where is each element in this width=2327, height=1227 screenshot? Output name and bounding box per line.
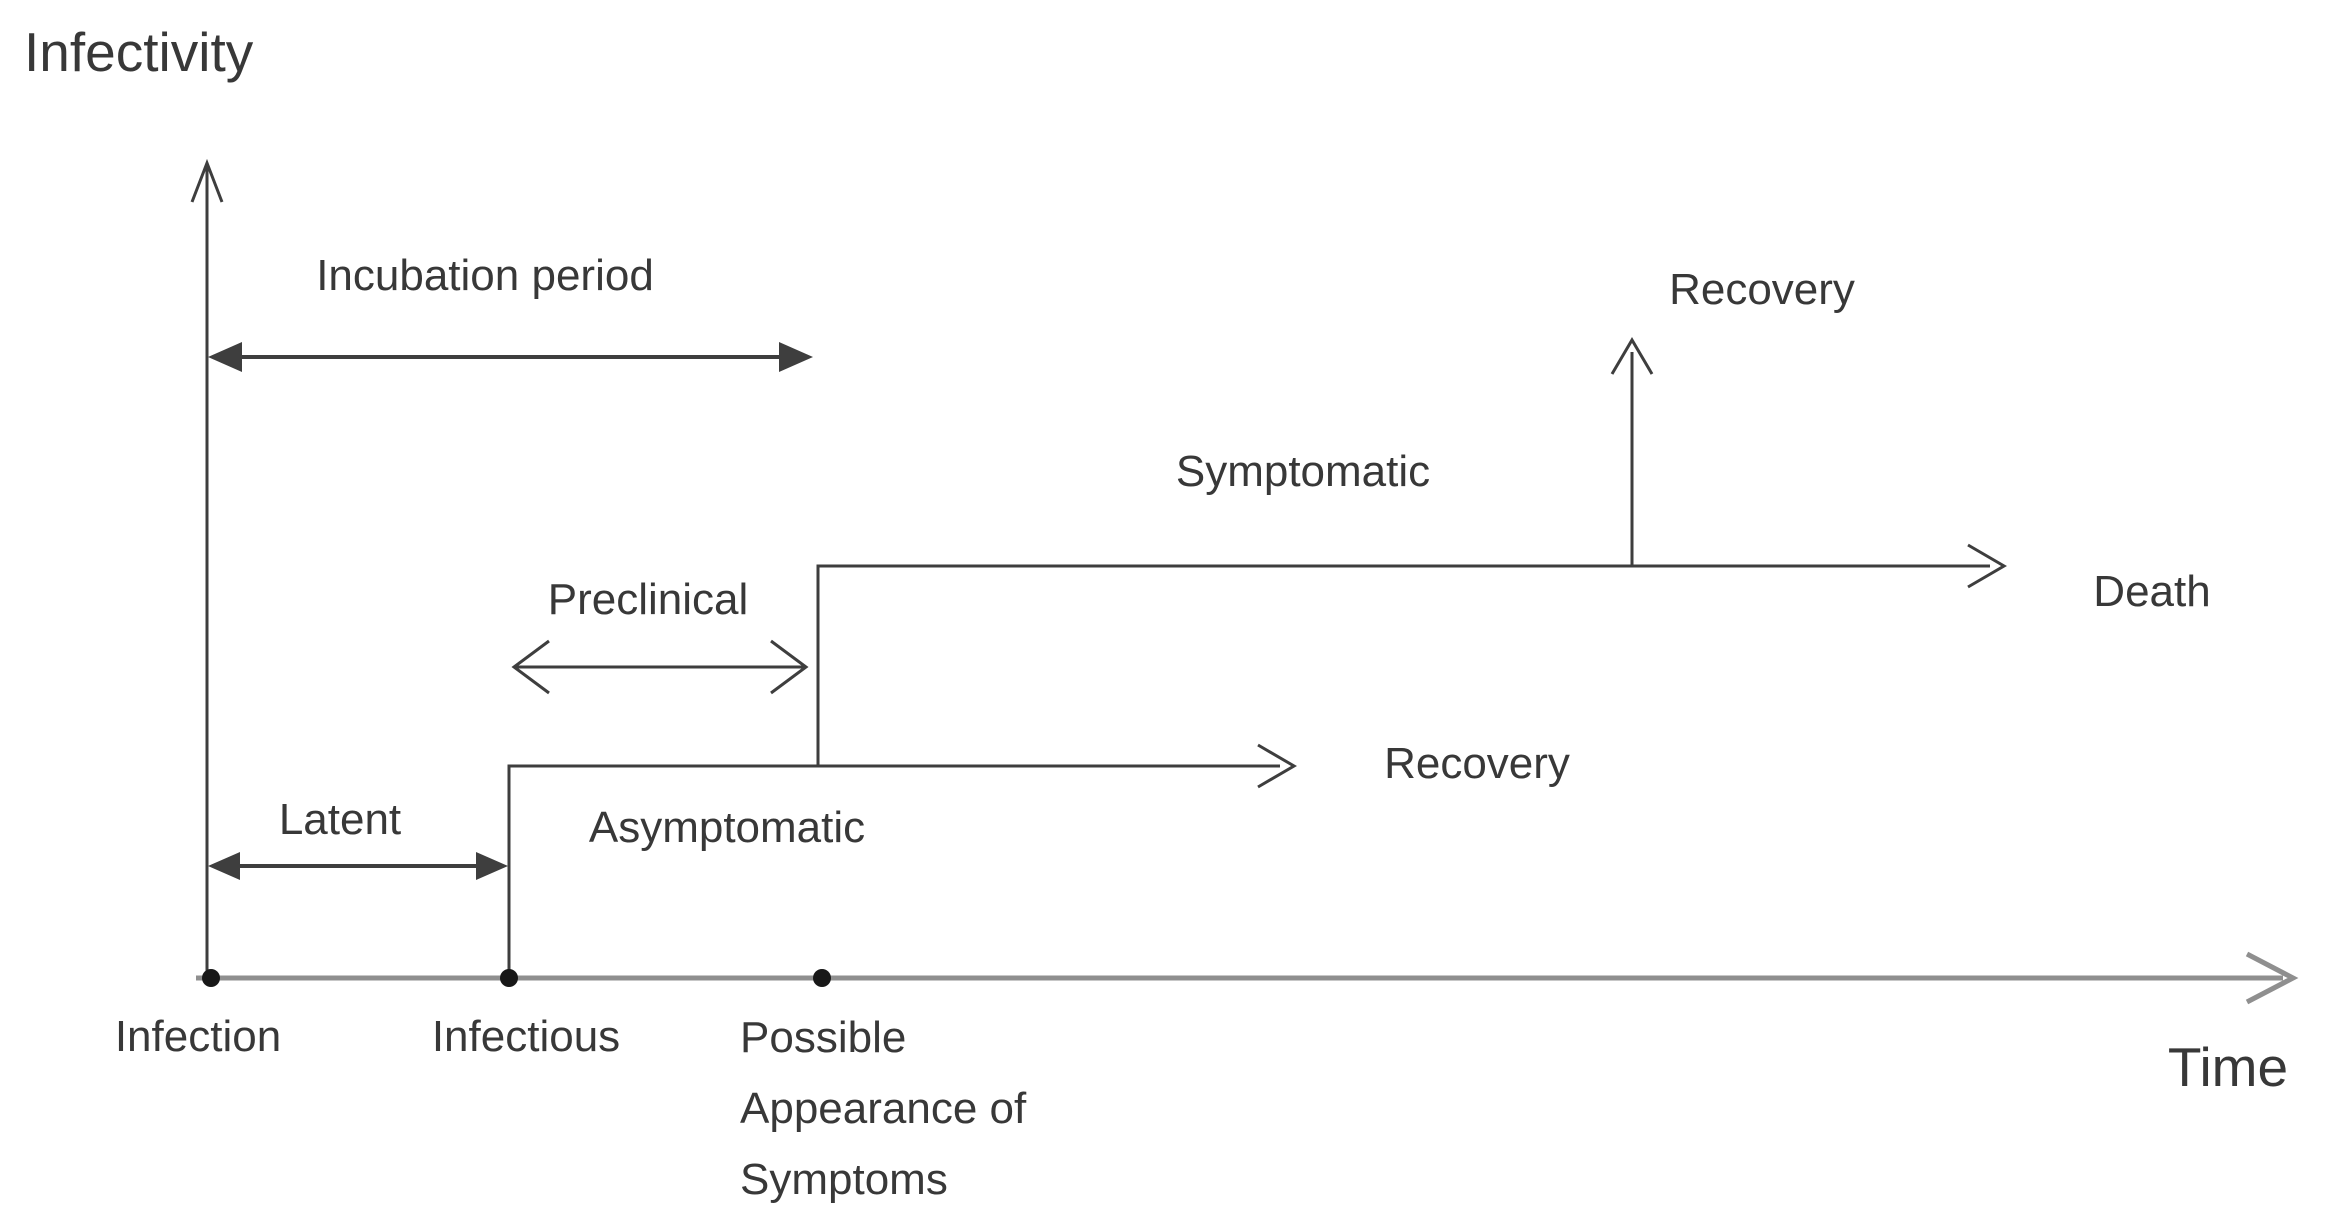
symptom-onset-marker-line2: Appearance of bbox=[740, 1084, 1027, 1133]
incubation-period-label: Incubation period bbox=[316, 251, 654, 300]
preclinical-label: Preclinical bbox=[547, 575, 749, 624]
y-axis-arrowhead-icon bbox=[190, 158, 224, 203]
incubation-period-arrowhead-right-icon bbox=[779, 342, 813, 372]
preclinical-arrowhead-right-icon bbox=[770, 639, 809, 695]
x-axis-title: Time bbox=[2167, 1036, 2289, 1098]
y-axis-title: Infectivity bbox=[24, 21, 254, 83]
latent-arrowhead-left-icon bbox=[208, 852, 240, 880]
death-label: Death bbox=[2093, 567, 2211, 616]
latent-label: Latent bbox=[278, 795, 402, 844]
symptom-onset-marker-line3: Symptoms bbox=[740, 1155, 948, 1204]
symptom-onset-marker-line1: Possible bbox=[740, 1013, 907, 1062]
asymptomatic-label: Asymptomatic bbox=[588, 803, 866, 852]
preclinical-arrowhead-left-icon bbox=[511, 639, 550, 695]
symptomatic-step-path bbox=[816, 564, 1990, 766]
asymptomatic-step-path bbox=[507, 764, 1280, 976]
latent-arrowhead-right-icon bbox=[476, 852, 508, 880]
symptomatic-recovery-arrowhead-icon bbox=[1610, 337, 1654, 375]
symptom-onset-marker-label: Possible Appearance of Symptoms bbox=[740, 1002, 1026, 1215]
recovery-from-asymptomatic-label: Recovery bbox=[1384, 739, 1570, 788]
symptomatic-label: Symptomatic bbox=[1175, 447, 1431, 496]
infectious-dot-icon bbox=[500, 969, 518, 987]
infection-dot-icon bbox=[202, 969, 220, 987]
infection-marker-label: Infection bbox=[114, 1012, 282, 1061]
time-axis-arrowhead-icon bbox=[2245, 951, 2299, 1005]
asymptomatic-recovery-arrowhead-icon bbox=[1257, 743, 1297, 789]
infectious-marker-label: Infectious bbox=[431, 1012, 621, 1061]
death-arrowhead-icon bbox=[1967, 543, 2007, 589]
incubation-period-arrowhead-left-icon bbox=[208, 342, 242, 372]
recovery-from-symptomatic-label: Recovery bbox=[1669, 265, 1855, 314]
symptom-onset-dot-icon bbox=[813, 969, 831, 987]
